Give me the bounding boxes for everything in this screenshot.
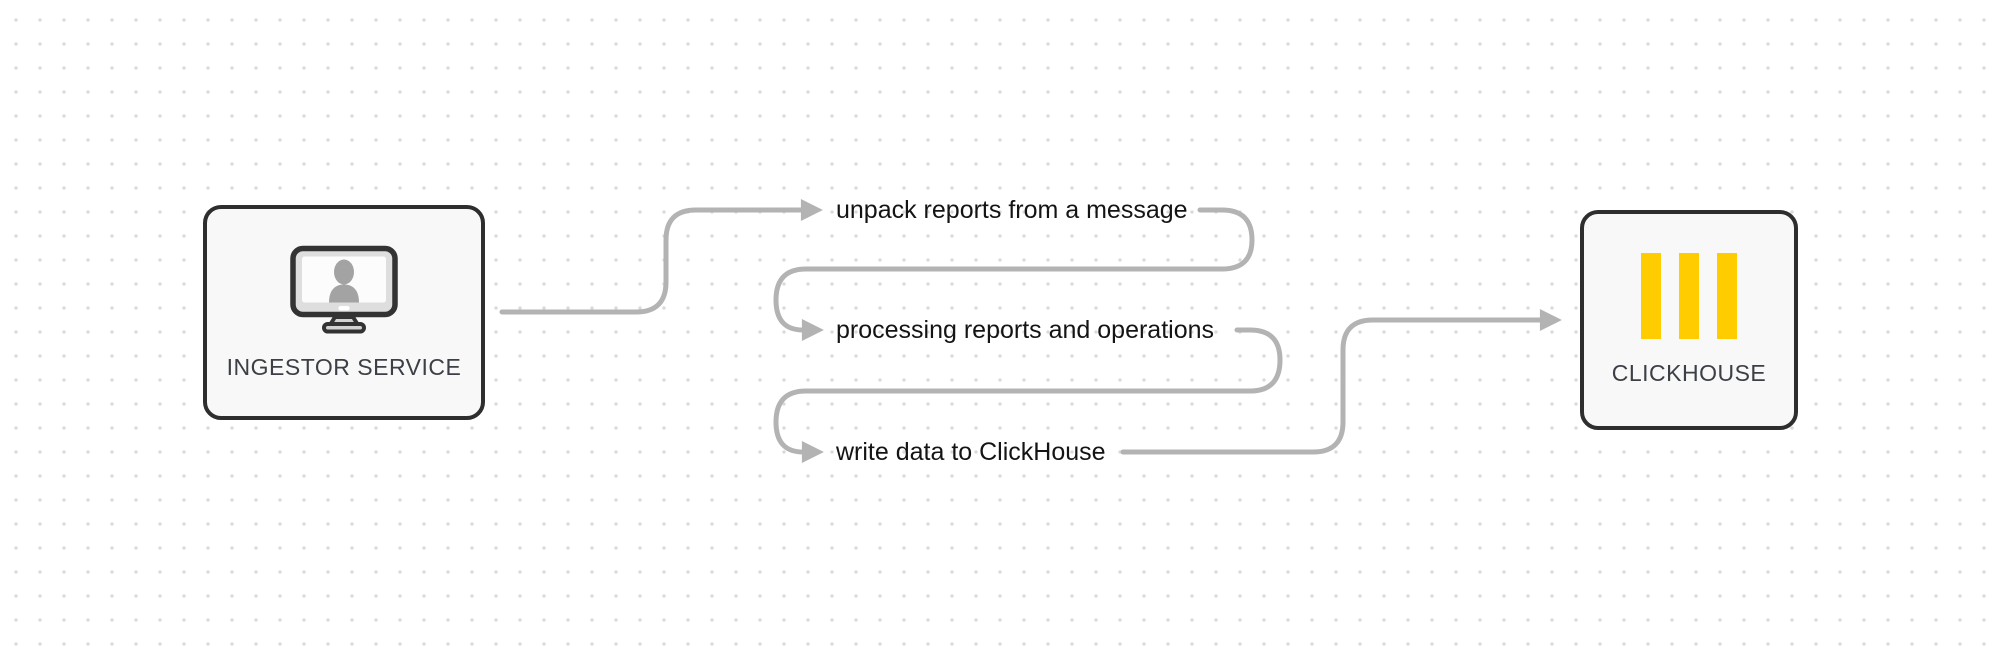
node-clickhouse[interactable]: CLICKHOUSE xyxy=(1580,210,1798,430)
step-label-processing-reports[interactable]: processing reports and operations xyxy=(836,315,1215,344)
node-label-ingestor: INGESTOR SERVICE xyxy=(226,353,462,380)
node-label-clickhouse: CLICKHOUSE xyxy=(1611,360,1767,386)
node-ingestor-service[interactable]: INGESTOR SERVICE xyxy=(203,205,485,420)
monitor-user-icon xyxy=(289,245,399,342)
step-label-write-data[interactable]: write data to ClickHouse xyxy=(836,437,1106,466)
step-label-unpack-reports[interactable]: unpack reports from a message xyxy=(836,195,1188,224)
connector-ingestor-to-step-1 xyxy=(499,198,823,315)
clickhouse-bars-icon xyxy=(1641,253,1737,344)
